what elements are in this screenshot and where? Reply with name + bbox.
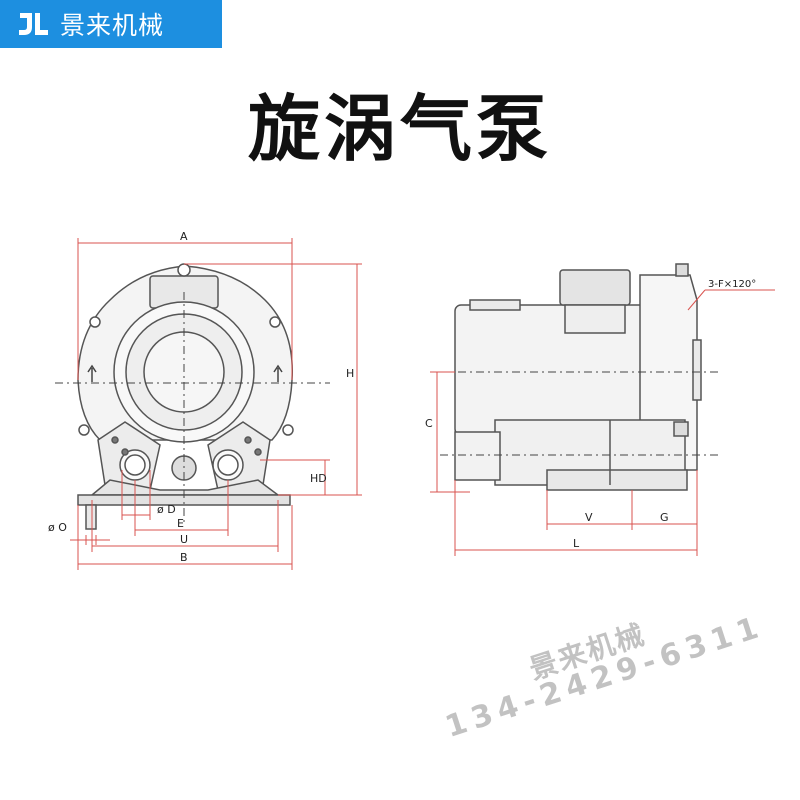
dim-label-b: B [180, 551, 188, 564]
dim-label-l: L [573, 537, 580, 550]
dim-label-u: U [180, 533, 188, 546]
side-centerlines [440, 371, 720, 456]
dim-label-hd: HD [310, 472, 327, 485]
dim-label-e: E [177, 517, 184, 530]
dim-label-a: A [180, 230, 188, 243]
front-dimensions [70, 238, 362, 570]
dim-label-v: V [585, 511, 593, 524]
dim-label-g: G [660, 511, 669, 524]
side-dimensions [430, 289, 775, 556]
dim-label-o: ø O [48, 521, 67, 534]
front-centerlines [55, 292, 330, 525]
side-view [454, 263, 702, 491]
dim-label-c: C [425, 417, 433, 430]
front-view [77, 263, 294, 530]
brand-badge: 景来机械 [0, 0, 222, 48]
dimension-text: A H HD ø D E U B ø O C V G L 3-F×120° [48, 230, 756, 564]
dim-label-h: H [346, 367, 354, 380]
dim-label-d: ø D [157, 503, 176, 516]
brand-name: 景来机械 [60, 11, 165, 40]
jl-logo-icon [19, 13, 48, 35]
page-title: 旋涡气泵 [247, 86, 552, 171]
dim-label-f: 3-F×120° [708, 279, 756, 290]
